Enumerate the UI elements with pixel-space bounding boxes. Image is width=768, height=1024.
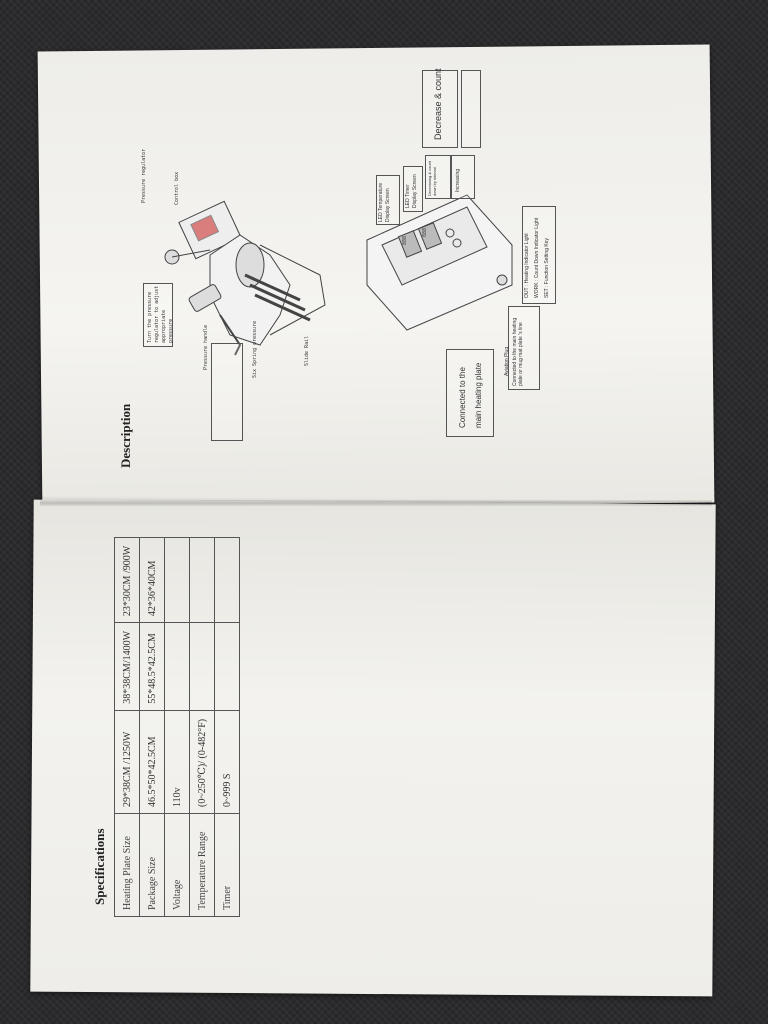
aviation-plug-title: Aviation Plug (504, 346, 510, 376)
table-cell: Voltage (164, 813, 190, 917)
increasing-text: Increasing (455, 168, 461, 192)
connected-callout-box (446, 349, 494, 437)
table-cell (214, 537, 240, 623)
table-cell: (0~250℃)/ (0-482°F) (189, 710, 215, 814)
svg-text:888: 888 (402, 236, 408, 245)
control-box-label: Control box (174, 171, 180, 205)
table-row: Package Size 46.5*50*42.5CM 55*48.5*42.5… (139, 537, 165, 917)
connected-text: Connected to the main heating plate (458, 362, 483, 428)
table-cell: 38*38CM/1400W (114, 622, 140, 711)
table-cell (164, 622, 190, 711)
slide-rail-label: Slide Rail (304, 335, 310, 366)
table-cell: 0~999 S (214, 710, 240, 814)
specifications-table: Heating Plate Size 29*38CM /1250W 38*38C… (114, 537, 240, 917)
table-cell: Package Size (139, 813, 165, 917)
blank-box (461, 70, 481, 148)
turn-pressure-label: Turn the pressure regulator to adjust ap… (147, 285, 174, 343)
led-temp-text: LED Temperature Display Screen (378, 182, 391, 222)
table-cell: 46.5*50*42.5CM (139, 710, 165, 814)
control-box-illustration: 888 888 (366, 194, 513, 331)
pressure-regulator-label: Pressure regulator (141, 148, 147, 203)
heat-press-illustration (164, 200, 326, 356)
table-cell (214, 622, 240, 711)
pressure-handle-box (211, 343, 243, 441)
decreasing-text: Decreasing & count down by interval (427, 161, 437, 196)
increasing-box (451, 155, 475, 199)
table-cell: Timer (214, 813, 240, 917)
description-title: Description (118, 403, 133, 468)
decreasing-box (425, 155, 451, 199)
table-cell: 42*36*40CM (139, 537, 165, 623)
decrease-count-text: Decrease & count (433, 68, 443, 140)
specifications-title: Specifications (92, 828, 107, 905)
led-timer-box (403, 166, 423, 212)
table-cell: Heating Plate Size (114, 813, 140, 917)
led-timer-text: LED Timer Display Screen (405, 174, 418, 208)
legend-box (522, 206, 556, 304)
table-cell (189, 622, 215, 711)
six-spring-label: Six Spring pressure (252, 320, 258, 378)
pressure-handle-label: Pressure handle (203, 324, 209, 370)
table-cell (164, 537, 190, 623)
legend-out: OUT : Heating Indicator Light (524, 233, 530, 298)
legend-work: WORK : Count Down Indicator Light (534, 217, 540, 298)
legend-set: SET : Function Setting Key (544, 238, 550, 298)
svg-text:888: 888 (422, 228, 428, 237)
aviation-plug-text: Connected to the main heating plate or m… (512, 317, 524, 386)
table-cell (189, 537, 215, 623)
table-cell: 29*38CM /1250W (114, 710, 140, 814)
led-temp-box (376, 175, 400, 225)
table-row: Voltage 110v (164, 537, 190, 917)
pressure-callout-box (143, 283, 173, 347)
table-cell: 110v (164, 710, 190, 814)
aviation-plug-box (508, 306, 540, 390)
page-crease (40, 500, 712, 506)
table-cell: 55*48.5*42.5CM (139, 622, 165, 711)
table-cell: 23*30CM /900W (114, 537, 140, 623)
table-row: Timer 0~999 S (214, 537, 240, 917)
table-cell: Temperature Range (189, 813, 215, 917)
table-row: Temperature Range (0~250℃)/ (0-482°F) (189, 537, 215, 917)
decrease-count-box (422, 70, 458, 148)
table-row: Heating Plate Size 29*38CM /1250W 38*38C… (114, 537, 140, 917)
